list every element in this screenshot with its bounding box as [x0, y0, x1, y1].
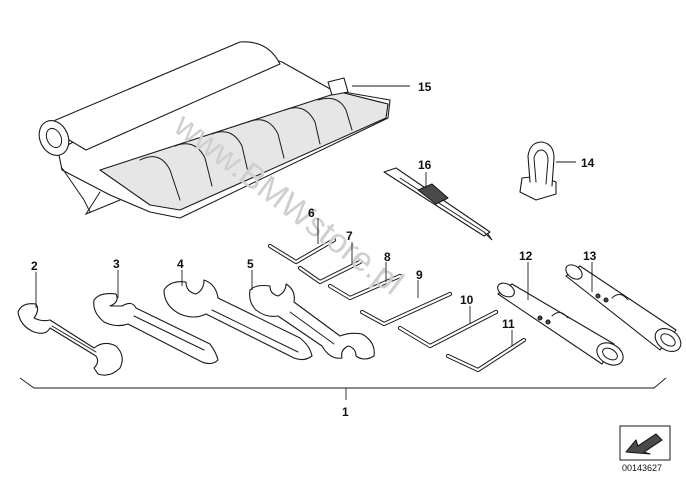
clip-holder — [519, 141, 557, 201]
socket-wrench-12 — [497, 282, 624, 366]
part-label-7: 7 — [346, 229, 353, 243]
hex-key-6 — [267, 237, 337, 265]
part-label-4: 4 — [177, 257, 184, 271]
reference-number: 00143627 — [622, 463, 662, 473]
wrench-3 — [93, 293, 219, 365]
reference-box: 00143627 — [619, 425, 671, 473]
part-label-15: 15 — [418, 80, 432, 94]
hex-key-7 — [297, 259, 363, 285]
part-label-13: 13 — [583, 249, 597, 263]
part-label-14: 14 — [581, 156, 595, 170]
socket-wrench-13 — [565, 264, 682, 353]
part-label-12: 12 — [519, 249, 533, 263]
hex-key-9 — [359, 291, 453, 327]
part-label-2: 2 — [31, 259, 38, 273]
screwdriver — [383, 167, 493, 241]
arrow-icon — [625, 433, 663, 455]
part-label-6: 6 — [308, 206, 315, 220]
part-label-9: 9 — [416, 268, 423, 282]
hex-key-10 — [397, 309, 499, 349]
wrench-5 — [249, 283, 375, 360]
part-label-3: 3 — [113, 257, 120, 271]
part-label-16: 16 — [418, 158, 432, 172]
part-label-1: 1 — [342, 405, 349, 419]
leader-lines — [19, 85, 667, 400]
part-label-8: 8 — [384, 250, 391, 264]
part-label-5: 5 — [247, 257, 254, 271]
part-label-10: 10 — [460, 293, 474, 307]
hex-key-11 — [445, 337, 527, 373]
tool-roll — [38, 41, 391, 219]
part-label-11: 11 — [502, 317, 515, 331]
wrench-4 — [163, 279, 313, 361]
wrench-2 — [17, 303, 123, 376]
part-labels: 15 16 14 6 7 8 9 10 11 12 13 2 3 4 5 1 — [31, 80, 597, 419]
hex-key-8 — [327, 273, 403, 301]
